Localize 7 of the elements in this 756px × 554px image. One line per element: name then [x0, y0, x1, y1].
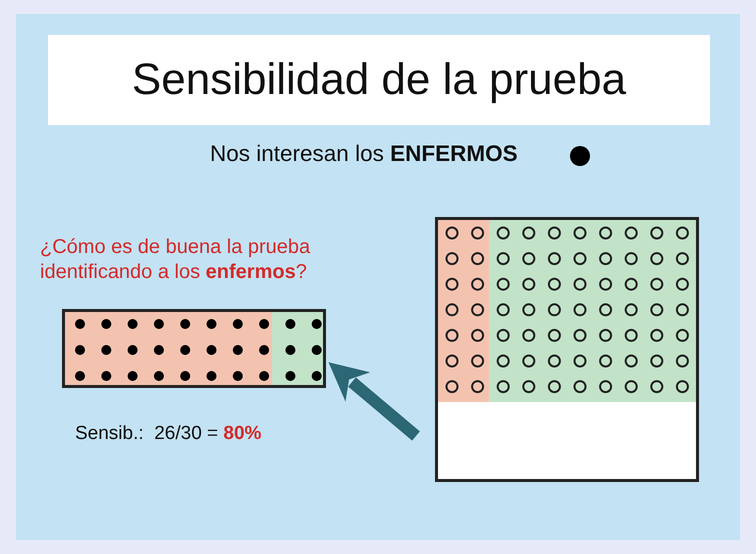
population-grid — [435, 217, 699, 482]
arrow — [328, 362, 420, 441]
question-text: ¿Cómo es de buena la prueba identificando a los enfermos? — [40, 235, 312, 285]
subtitle-text: Nos interesan los ENFERMOS — [210, 141, 518, 167]
patient-grid — [62, 309, 326, 388]
title-text: Sensibilidad de la prueba — [48, 35, 710, 125]
sensitivity-text: Sensib.: 26/30 = 80% — [75, 423, 262, 445]
